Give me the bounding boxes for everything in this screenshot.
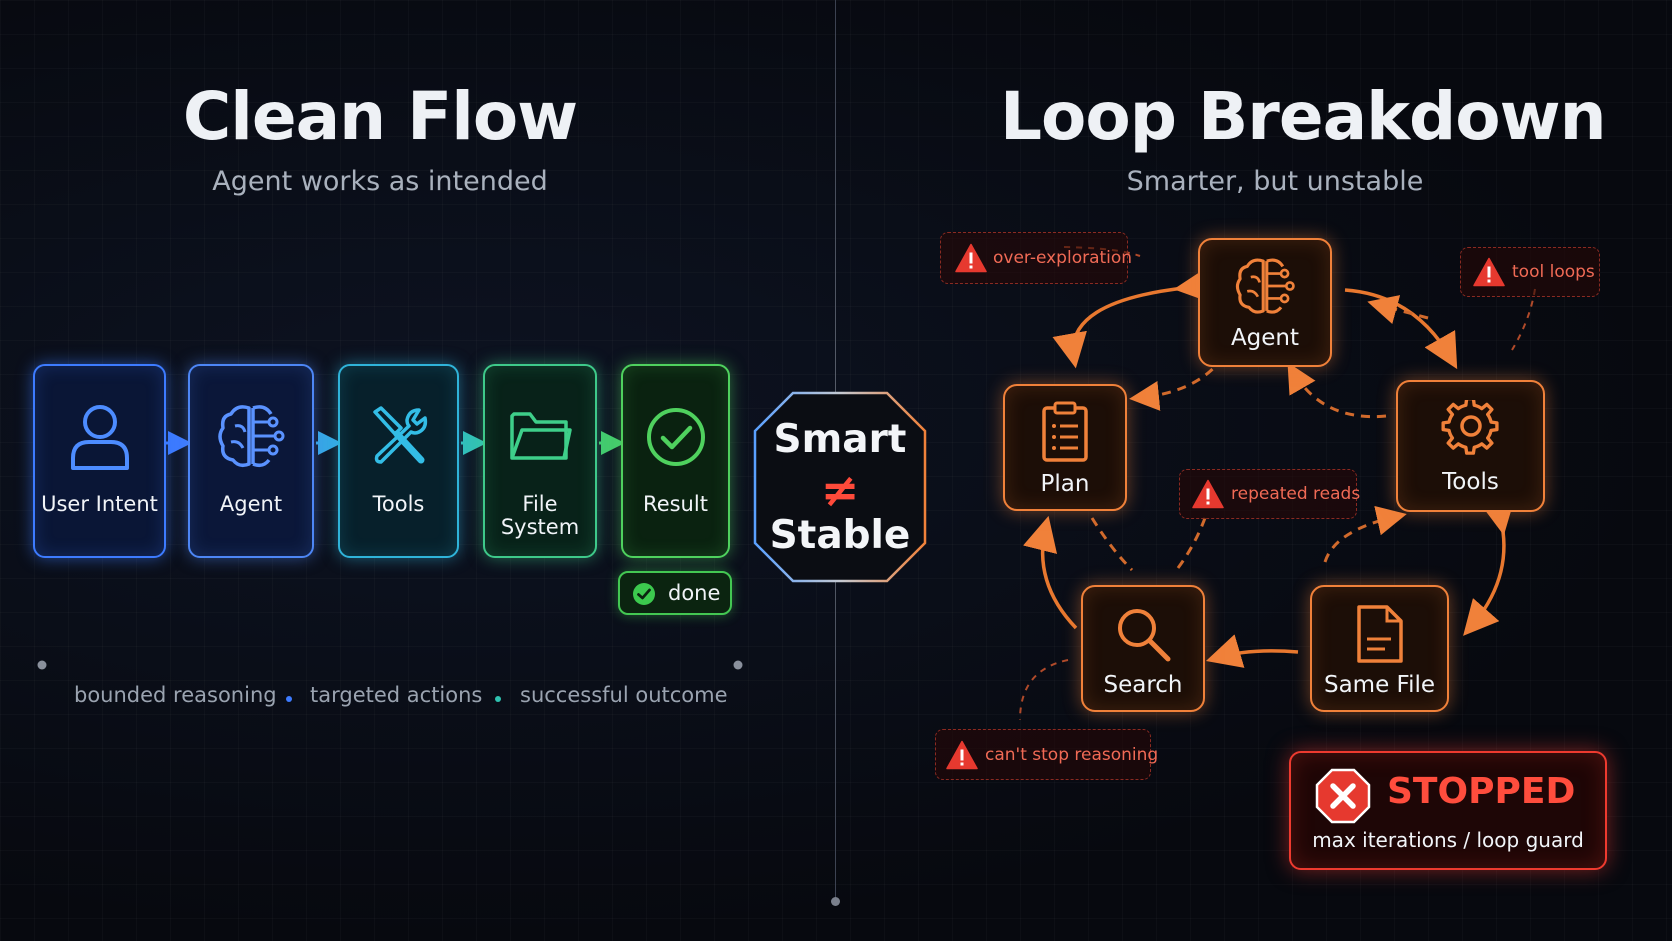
- node-tools-label: Tools: [372, 492, 425, 516]
- loop-node-tools-label: Tools: [1442, 469, 1499, 495]
- warning-repeated-reads: repeated reads: [1179, 469, 1361, 519]
- dashed-reads-search: [1176, 517, 1207, 569]
- warning-over-exploration: over-exploration: [940, 232, 1132, 284]
- tagline-track: [37, 660, 743, 670]
- warning-cant-stop: can't stop reasoning: [935, 729, 1158, 780]
- node-result-label: Result: [643, 492, 708, 516]
- loop-node-search: Search: [1081, 585, 1205, 712]
- dashed-plan-search: [1090, 517, 1134, 572]
- divider-end-dot: [831, 897, 840, 906]
- folder-icon: [510, 412, 572, 460]
- warning-icon: [946, 740, 978, 769]
- dashed-toolloops-link: [1511, 288, 1536, 351]
- tools-icon: [372, 406, 427, 464]
- node-file-system: File System: [483, 364, 597, 558]
- user-icon: [70, 405, 129, 470]
- clipboard-icon: [1042, 401, 1088, 462]
- warning-icon: [1473, 257, 1505, 287]
- loop-node-plan: Plan: [1003, 384, 1127, 511]
- brain-icon: [218, 405, 285, 468]
- flow-arrows: [166, 431, 625, 455]
- dashed-cantstop-link: [1019, 659, 1069, 721]
- arrow-search-plan: [1023, 515, 1078, 630]
- dashed-tools-agent: [1287, 362, 1387, 419]
- stopped-panel: STOPPED max iterations / loop guard: [1289, 751, 1607, 870]
- loop-node-agent: Agent: [1198, 238, 1332, 367]
- tagline-targeted-actions: targeted actions: [310, 683, 483, 707]
- done-badge: done: [618, 571, 732, 615]
- check-icon: [633, 583, 655, 605]
- warning-over-exploration-label: over-exploration: [993, 248, 1133, 268]
- tagline-dot-teal: [495, 696, 501, 702]
- warning-cant-stop-label: can't stop reasoning: [985, 744, 1159, 765]
- warning-icon: [1192, 479, 1224, 509]
- loop-breakdown-title: Loop Breakdown: [1000, 78, 1607, 155]
- search-icon: [1118, 609, 1171, 662]
- warning-repeated-reads-label: repeated reads: [1231, 484, 1361, 504]
- done-label: done: [668, 581, 721, 605]
- clean-flow-subtitle: Agent works as intended: [212, 166, 548, 197]
- loop-breakdown-subtitle: Smarter, but unstable: [1126, 166, 1424, 197]
- node-file-system-label: File System: [500, 492, 580, 540]
- dashed-samefile-tools: [1323, 505, 1407, 563]
- document-icon: [1356, 605, 1403, 663]
- not-equal-symbol: ≠: [820, 463, 860, 517]
- arrow-agent-tools: [1344, 288, 1458, 370]
- tagline-dot-blue: [286, 696, 292, 702]
- brain-icon: [1235, 258, 1295, 314]
- smart-not-stable-badge: Smart ≠ Stable: [753, 391, 927, 583]
- loop-arrows: [1019, 246, 1536, 721]
- loop-node-plan-label: Plan: [1040, 471, 1090, 497]
- loop-node-agent-label: Agent: [1230, 325, 1300, 351]
- close-icon: [1315, 768, 1371, 824]
- clean-flow-title: Clean Flow: [182, 78, 578, 155]
- check-circle-icon: [646, 408, 705, 466]
- stopped-title: STOPPED: [1387, 771, 1576, 812]
- node-agent: Agent: [188, 364, 314, 558]
- loop-node-same-file: Same File: [1310, 585, 1449, 712]
- node-tools: Tools: [338, 364, 459, 558]
- tagline-bounded-reasoning: bounded reasoning: [74, 683, 277, 707]
- node-result: Result: [621, 364, 730, 558]
- arrow-tools-samefile: [1463, 497, 1515, 636]
- arrow-agent-plan: [1052, 267, 1211, 369]
- octagon-frame: [753, 391, 927, 583]
- warning-tool-loops-label: tool loops: [1512, 262, 1595, 282]
- node-agent-label: Agent: [219, 492, 283, 516]
- arrow-samefile-search: [1205, 634, 1299, 668]
- warning-tool-loops: tool loops: [1460, 247, 1600, 297]
- loop-node-same-file-label: Same File: [1323, 672, 1436, 698]
- node-user-intent-label: User Intent: [41, 492, 158, 516]
- tagline-successful-outcome: successful outcome: [520, 683, 728, 707]
- stopped-subtitle: max iterations / loop guard: [1312, 828, 1584, 852]
- stable-label: Stable: [769, 513, 911, 558]
- node-user-intent: User Intent: [33, 364, 166, 558]
- loop-node-tools: Tools: [1396, 380, 1545, 512]
- loop-node-search-label: Search: [1103, 672, 1183, 698]
- warning-icon: [955, 243, 987, 273]
- dashed-tools-agent-top: [1367, 295, 1429, 324]
- smart-label: Smart: [773, 417, 907, 462]
- gear-icon: [1440, 400, 1499, 455]
